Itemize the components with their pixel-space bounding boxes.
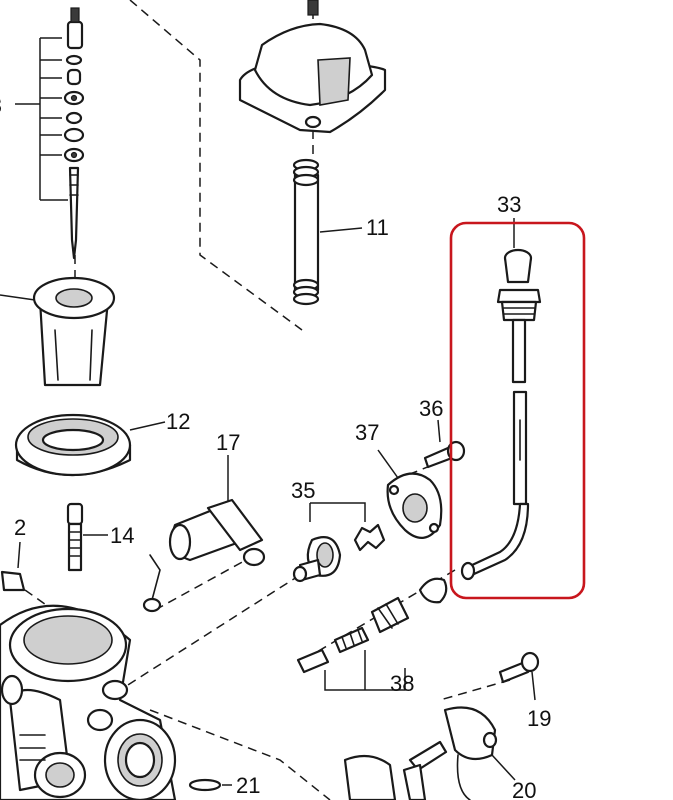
needle-kit[interactable]: [15, 7, 85, 260]
bracket-20[interactable]: [343, 706, 516, 800]
callout-33: 33: [497, 192, 521, 217]
callout-37: 37: [355, 420, 379, 445]
callout-21: 21: [236, 773, 260, 798]
callout-17: 17: [216, 430, 240, 455]
screw-2[interactable]: [0, 541, 26, 592]
spring-11[interactable]: [292, 158, 363, 306]
callout-38: 38: [390, 671, 414, 696]
callout-2: 2: [14, 515, 26, 540]
o-ring-21[interactable]: [188, 778, 232, 792]
throttle-joint-17[interactable]: [142, 455, 266, 613]
piston-valve[interactable]: [0, 276, 116, 387]
screw-19[interactable]: [498, 651, 540, 701]
seal-ring-12[interactable]: [14, 413, 166, 477]
callout-35: 35: [291, 478, 315, 503]
pilot-screw-38[interactable]: [296, 577, 448, 691]
callout-19: 19: [527, 706, 551, 731]
choke-cable-33[interactable]: [460, 218, 542, 581]
choke-housing-37[interactable]: [377, 449, 443, 539]
carburetor-body[interactable]: [0, 604, 177, 800]
carburetor-top-cover[interactable]: [238, 0, 387, 134]
screw-36[interactable]: [423, 419, 466, 469]
callout-3: 3: [0, 93, 2, 118]
callout-12: 12: [166, 409, 190, 434]
callout-11: 11: [366, 215, 389, 240]
jet-14[interactable]: [66, 502, 108, 572]
diaphragm-35[interactable]: [292, 502, 386, 583]
callout-36: 36: [419, 396, 443, 421]
callout-14: 14: [110, 523, 134, 548]
highlight-box: [449, 221, 586, 600]
callout-20: 20: [512, 778, 536, 800]
